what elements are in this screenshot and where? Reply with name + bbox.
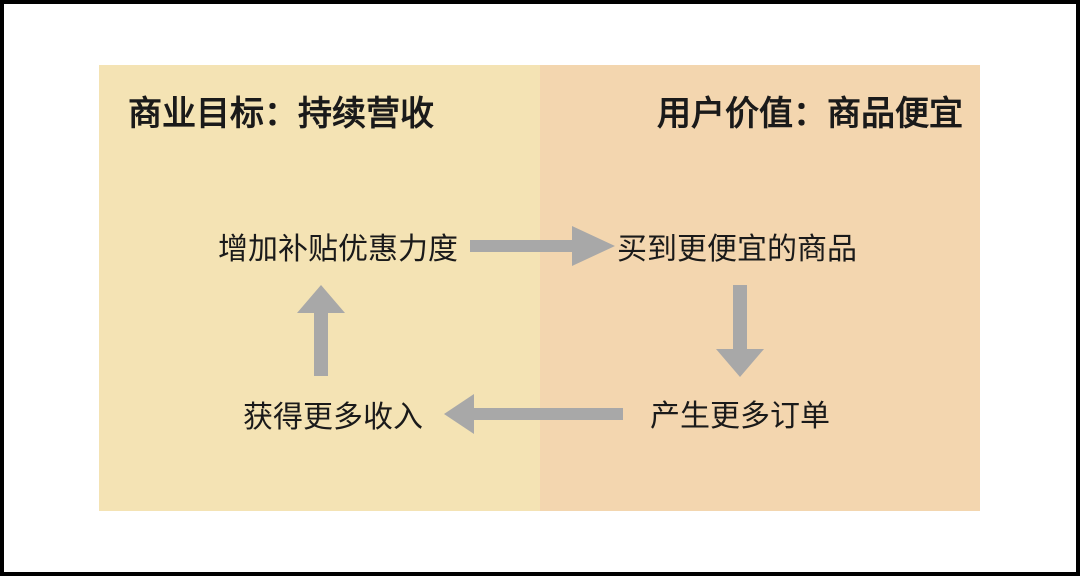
down-arrow-icon — [716, 285, 764, 377]
left-arrow-icon — [444, 394, 623, 434]
node-increase-subsidy: 增加补贴优惠力度 — [218, 233, 458, 266]
right-arrow-icon — [470, 226, 615, 266]
node-buy-cheaper-goods: 买到更便宜的商品 — [617, 233, 857, 266]
node-generate-more-orders: 产生更多订单 — [650, 400, 830, 433]
user-value-title: 用户价值：商品便宜 — [657, 95, 963, 133]
user-value-panel — [540, 65, 980, 511]
business-goal-title: 商业目标：持续营收 — [128, 95, 434, 133]
node-gain-more-revenue: 获得更多收入 — [243, 401, 423, 434]
up-arrow-icon — [297, 285, 345, 376]
